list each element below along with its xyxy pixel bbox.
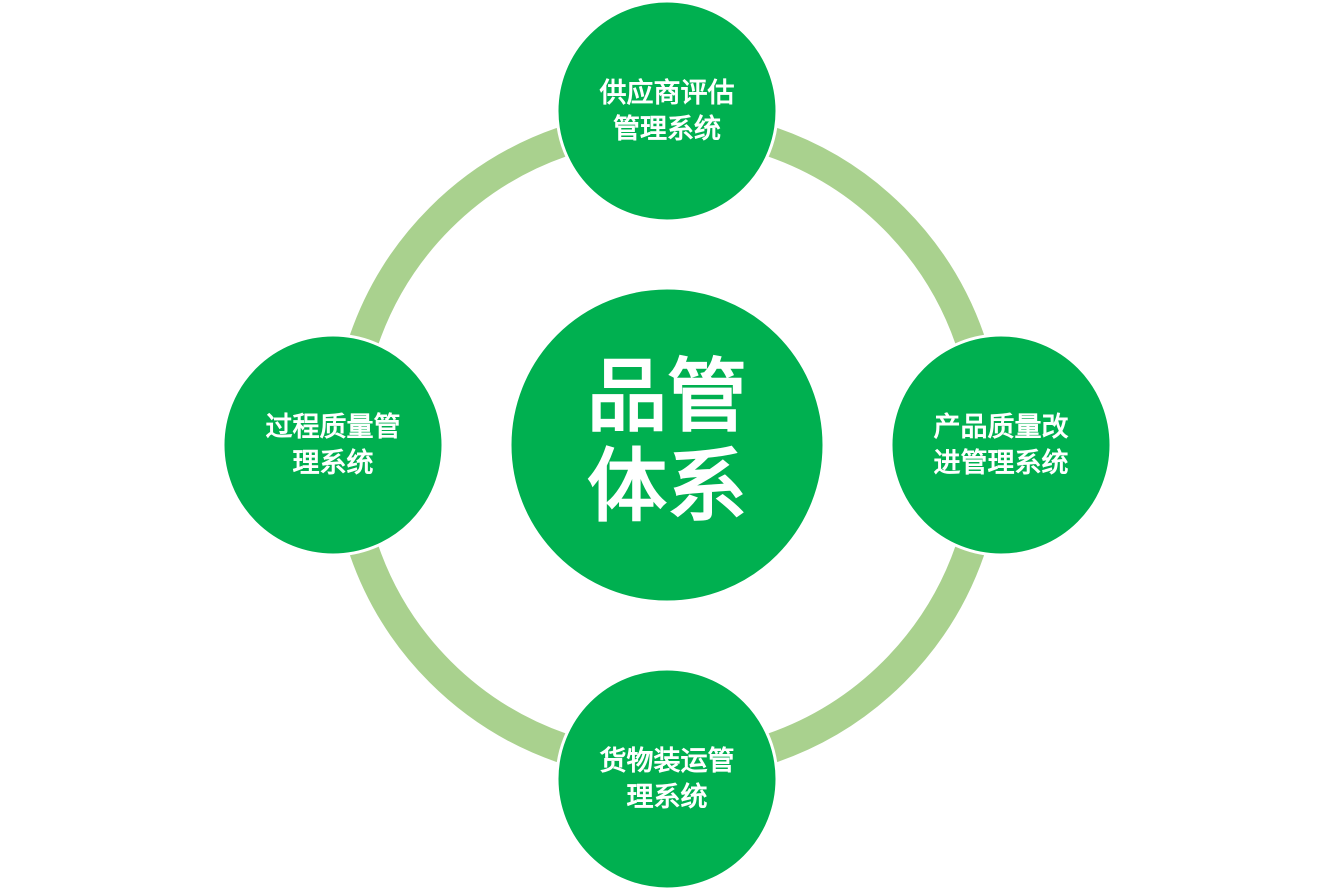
- center-label-line-2: 体系: [587, 440, 747, 533]
- node-left: 过程质量管 理系统: [221, 333, 445, 557]
- node-bottom-circle: [555, 667, 779, 891]
- node-left-label-line-1: 过程质量管: [266, 412, 401, 443]
- node-right-label-line-2: 进管理系统: [934, 447, 1069, 479]
- ring-arc-top-right: [767, 127, 985, 345]
- ring-arc-left-top: [349, 127, 567, 345]
- node-top-label-line-1: 供应商评估: [599, 77, 735, 109]
- node-left-circle: [221, 333, 445, 557]
- node-left-label-line-2: 理系统: [293, 447, 374, 479]
- node-bottom: 货物装运管 理系统: [555, 667, 779, 891]
- ring-arc-bottom-left: [349, 545, 567, 763]
- node-top: 供应商评估 管理系统: [555, 0, 779, 223]
- node-right-label-line-1: 产品质量改: [934, 412, 1069, 443]
- ring-arc-right-bottom: [767, 545, 985, 763]
- node-bottom-label-line-2: 理系统: [627, 781, 708, 813]
- node-top-label-line-2: 管理系统: [613, 113, 721, 145]
- ring: [349, 127, 985, 763]
- node-bottom-label-line-1: 货物装运管: [600, 745, 735, 777]
- center-label-line-1: 品管: [587, 350, 747, 443]
- node-top-circle: [555, 0, 779, 223]
- node-right-circle: [889, 333, 1113, 557]
- center-circle: [508, 286, 826, 604]
- node-right: 产品质量改 进管理系统: [889, 333, 1113, 557]
- center-hub: 品管 体系: [508, 286, 826, 604]
